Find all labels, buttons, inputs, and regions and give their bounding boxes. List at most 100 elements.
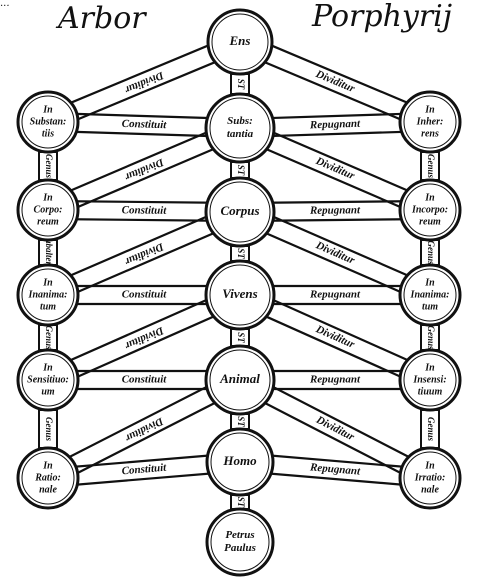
node-left-l3-label: tum [40, 301, 56, 312]
node-right-r5-label: nale [421, 484, 439, 495]
vbar-left-3-label: Genus [44, 417, 54, 442]
node-vivens-label: Vivens [222, 286, 257, 301]
node-left-l2-label: In [42, 192, 53, 203]
node-left-l3-label: Inanima: [28, 289, 68, 300]
node-right-r4-label: tiuum [418, 386, 443, 397]
band-repugnant-3-label: Repugnant [309, 374, 361, 386]
node-substantia: Subs:tantia [204, 92, 276, 164]
node-petrus-label: Petrus [225, 529, 254, 541]
node-left-l1-label: tiis [42, 128, 54, 139]
node-right-r2-label: Incorpo: [411, 204, 448, 215]
node-left-l4-label: um [41, 386, 55, 397]
vbar-right-1-label: Genus [426, 240, 436, 265]
node-substantia-label: tantia [227, 128, 254, 140]
vbar-right-0-label: Genus [426, 154, 436, 179]
node-left-l4-label: In [42, 362, 53, 373]
node-left-l2-label: reum [37, 216, 59, 227]
node-right-r1-label: Inher: [416, 116, 444, 127]
vbar-center-0-label: ST [236, 79, 246, 90]
node-right-r2-label: In [424, 192, 435, 203]
vbar-center-2-label: ST [236, 248, 246, 259]
vbar-right-1: Genus [420, 239, 440, 266]
band-constitute-0-label: Constituit [122, 118, 168, 131]
node-homo-label: Homo [222, 453, 257, 468]
node-left-l5-label: nale [39, 484, 57, 495]
vbar-left-2: Genus [38, 324, 58, 351]
band-divide-right-1: Dividitur [235, 118, 435, 220]
vbar-left-2-label: Genus [44, 325, 54, 350]
vbar-right-2: Genus [420, 324, 440, 351]
node-right-r4-label: Insensi: [412, 374, 446, 385]
node-petrus-label: Paulus [224, 542, 256, 554]
node-vivens: Vivens [204, 259, 276, 331]
title-left: Arbor [55, 1, 147, 36]
node-right-r4-label: In [424, 362, 435, 373]
node-right-r3-label: Inanima: [410, 289, 450, 300]
node-corpus-label: Corpus [220, 203, 259, 218]
vbar-left-0-label: Genus [44, 154, 54, 179]
band-repugnant-4-label: Repugnant [309, 461, 362, 477]
vbar-center-3: ST [230, 328, 250, 347]
vbar-right-0: Genus [420, 151, 440, 181]
band-constitute-1-label: Constituit [122, 204, 168, 216]
band-constitute-2-label: Constituit [122, 289, 168, 301]
vbar-center-2: ST [230, 245, 250, 262]
node-right-r1-label: rens [421, 128, 439, 139]
node-left-l2-label: Corpo: [34, 204, 63, 215]
vbar-center-0: ST [230, 73, 250, 95]
title-corner: ... [0, 0, 10, 9]
node-animal: Animal [204, 344, 276, 416]
node-right-r3-label: tum [422, 301, 438, 312]
node-ens-label: Ens [229, 33, 251, 48]
vbar-center-5-label: ST [236, 497, 246, 508]
band-divide-right-2: Dividitur [235, 202, 435, 305]
band-repugnant-0-label: Repugnant [309, 118, 361, 132]
node-corpus: Corpus [204, 176, 276, 248]
tree-nodes: EnsSubs:tantiaCorpusVivensAnimalHomoPetr… [16, 8, 462, 577]
vbar-center-4-label: ST [236, 416, 246, 427]
node-homo: Homo [205, 427, 275, 497]
node-right-r5-label: In [424, 460, 435, 471]
band-repugnant-2-label: Repugnant [309, 289, 361, 301]
node-substantia-label: Subs: [227, 115, 253, 127]
node-left-l4-label: Sensitiuo: [27, 374, 69, 385]
node-right-r3-label: In [424, 277, 435, 288]
node-right-r1-label: In [424, 104, 435, 115]
node-left-l3-label: In [42, 277, 53, 288]
vbar-right-3: Genus [420, 409, 440, 449]
vbar-center-1-label: ST [236, 165, 246, 176]
vbar-center-1: ST [230, 161, 250, 179]
node-ens: Ens [206, 8, 274, 76]
node-left-l5-label: Ratio: [34, 472, 61, 483]
node-left-l1-label: Substan: [30, 116, 67, 127]
vbar-left-1-label: subaltern [44, 234, 54, 270]
vbar-left-3: Genus [38, 409, 58, 449]
node-animal-label: Animal [219, 371, 260, 386]
vbar-center-5: ST [230, 494, 250, 510]
node-right-r5-label: Irratio: [414, 472, 446, 483]
vbar-left-0: Genus [38, 151, 58, 181]
vbar-right-3-label: Genus [426, 417, 436, 442]
node-left-l1-label: In [42, 104, 53, 115]
vbar-center-3-label: ST [236, 332, 246, 343]
vbar-right-2-label: Genus [426, 325, 436, 350]
vbar-center-4: ST [230, 413, 250, 430]
band-constitute-4-label: Constituit [121, 462, 167, 478]
node-right-r2-label: reum [419, 216, 441, 227]
node-left-l5-label: In [42, 460, 53, 471]
title-right: Porphyrij [311, 0, 452, 34]
band-repugnant-1-label: Repugnant [309, 204, 361, 217]
